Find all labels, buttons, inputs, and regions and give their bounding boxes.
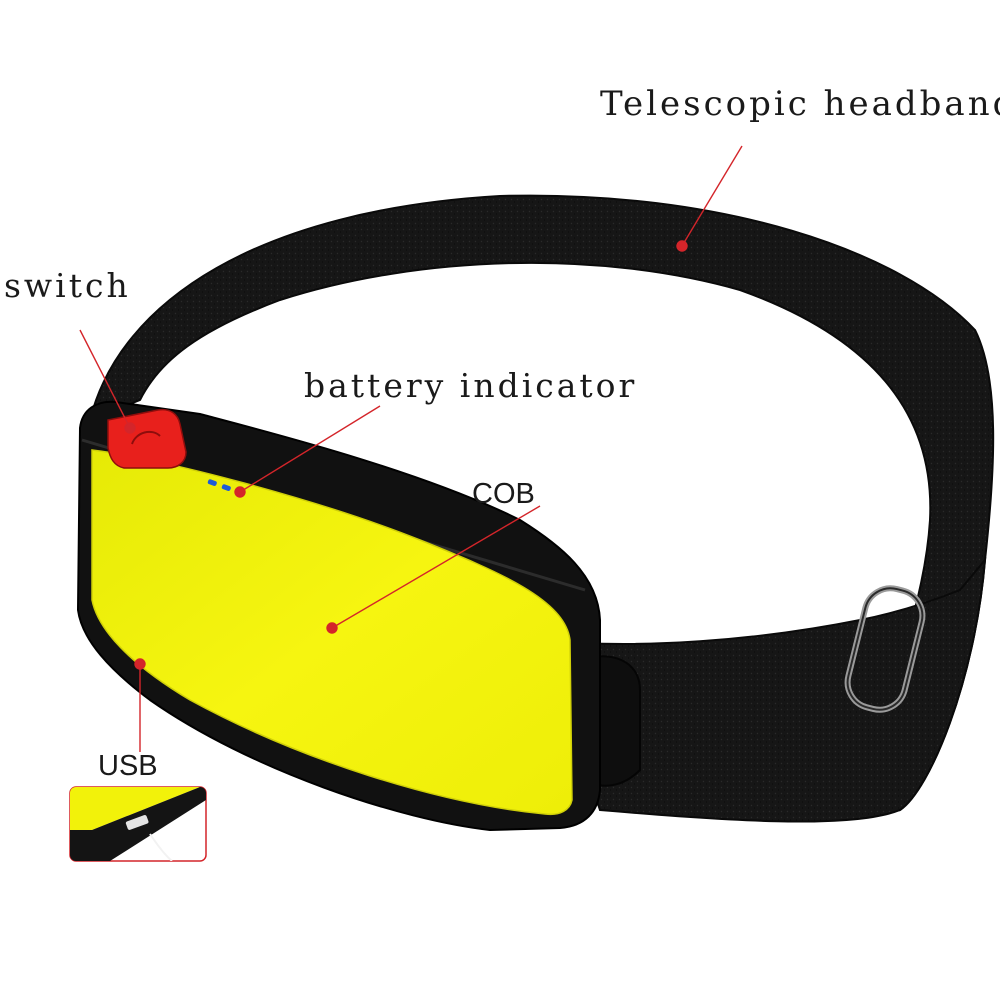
battery-indicator-label: battery indicator [304,366,638,405]
strap-front [538,556,987,823]
strap-buckle-icon [844,585,926,713]
headband-label: Telescopic headband [600,84,1000,124]
switch-label: switch [4,266,131,305]
usb-inset [69,786,207,862]
power-button-icon [107,408,187,469]
usb-label: USB [98,750,158,782]
cob-label: COB [472,478,535,510]
usb-port-icon [125,815,173,861]
callout-lines [79,145,743,752]
